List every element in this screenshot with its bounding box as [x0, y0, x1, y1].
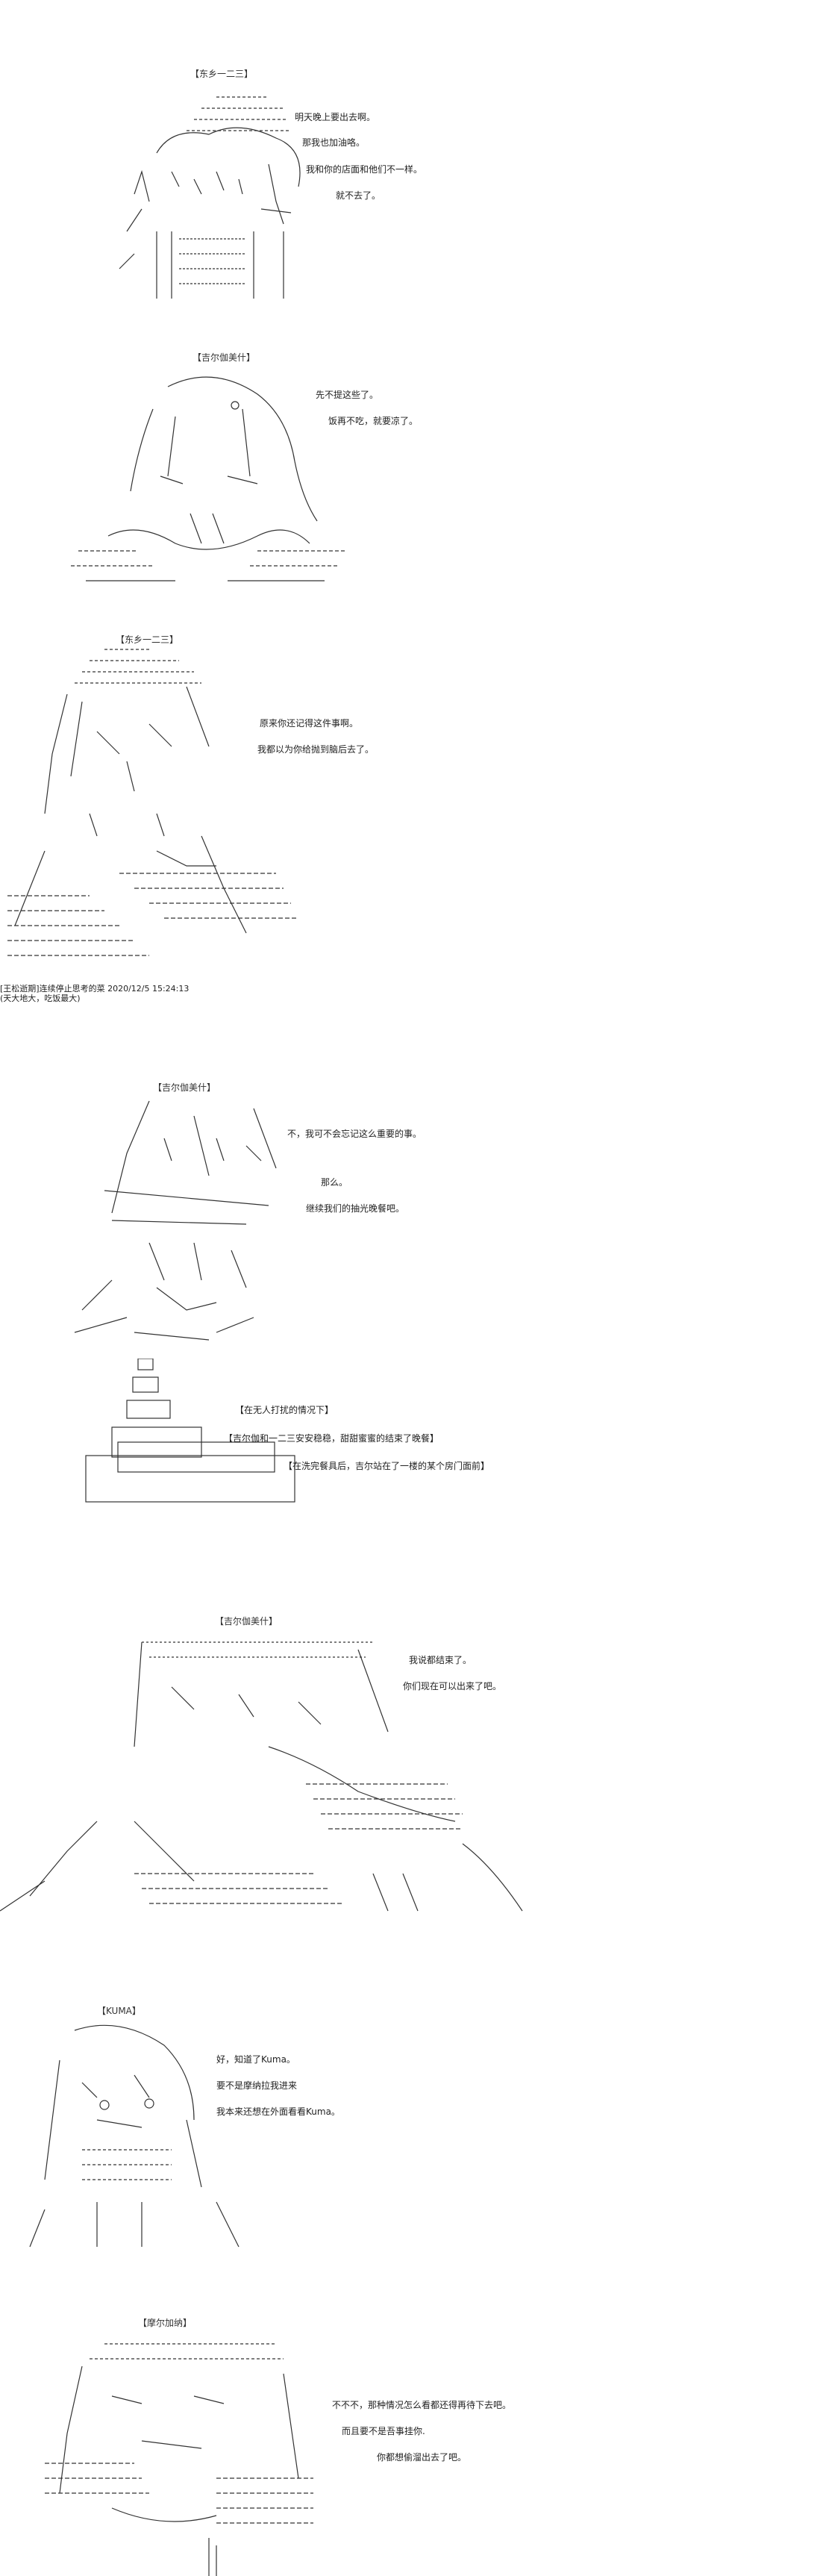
dialogue-line: 而且要不是吾事挂你. — [342, 2426, 425, 2436]
narration-caption: 【吉尔伽和一二三安安稳稳，甜甜蜜蜜的结束了晚餐】 — [224, 1433, 439, 1444]
dialogue-line: 原来你还记得这件事啊。 — [260, 718, 359, 729]
narration-caption: 【在无人打扰的情况下】 — [235, 1405, 334, 1415]
dialogue-line: 继续我们的抽光晚餐吧。 — [306, 1203, 405, 1214]
dialogue-line: 我本来还想在外面看看Kuma。 — [216, 2106, 340, 2117]
speaker-label: 【吉尔伽美什】 — [215, 1616, 278, 1627]
dialogue-line: 不不不，那种情况怎么看都还得再待下去吧。 — [332, 2400, 512, 2410]
character-ascii-art — [112, 82, 358, 306]
speaker-label: 【吉尔伽美什】 — [153, 1082, 216, 1093]
dialogue-line: 饭再不吃，就要凉了。 — [328, 416, 419, 426]
dialogue-line: 不，我可不会忘记这么重要的事。 — [287, 1129, 422, 1139]
character-ascii-art — [0, 1627, 567, 1926]
speaker-label: 【KUMA】 — [97, 2006, 141, 2016]
dialogue-line: 就不去了。 — [336, 190, 381, 201]
dialogue-line: 你都想偷溜出去了吧。 — [377, 2452, 467, 2463]
dialogue-line: 我说都结束了。 — [409, 1655, 472, 1665]
character-ascii-art — [60, 1094, 306, 1362]
speaker-label: 【东乡一二三】 — [190, 69, 254, 79]
dialogue-line: 你们现在可以出来了吧。 — [403, 1681, 502, 1691]
dialogue-line: 那我也加油咯。 — [302, 137, 366, 148]
scene-transition-boxes — [82, 1359, 306, 1508]
dialogue-line: 我和你的店面和他们不一样。 — [306, 164, 423, 175]
dialogue-line: 先不提这些了。 — [316, 390, 379, 400]
narration-caption: 【在洗完餐具后，吉尔站在了一楼的某个房门面前】 — [284, 1461, 490, 1471]
dialogue-line: 要不是摩纳拉我进来 — [216, 2080, 298, 2091]
speaker-label: 【摩尔加纳】 — [138, 2318, 192, 2328]
character-ascii-art — [63, 364, 362, 588]
speaker-label: 【东乡一二三】 — [116, 634, 179, 645]
dialogue-line: 明天晚上要出去啊。 — [295, 112, 376, 122]
character-ascii-art — [15, 2015, 261, 2254]
dialogue-line: 那么。 — [321, 1177, 348, 1188]
dialogue-line: 我都以为你给抛到脑后去了。 — [257, 744, 375, 755]
character-ascii-art — [0, 642, 313, 970]
dialogue-line: 好，知道了Kuma。 — [216, 2054, 295, 2065]
speaker-label: 【吉尔伽美什】 — [192, 352, 256, 363]
character-ascii-art — [30, 2329, 328, 2576]
post-signature: [王松逝期]连续停止思考的菜 2020/12/5 15:24:13 — [0, 984, 190, 994]
post-signature-note: (天大地大，吃饭最大) — [0, 994, 81, 1003]
